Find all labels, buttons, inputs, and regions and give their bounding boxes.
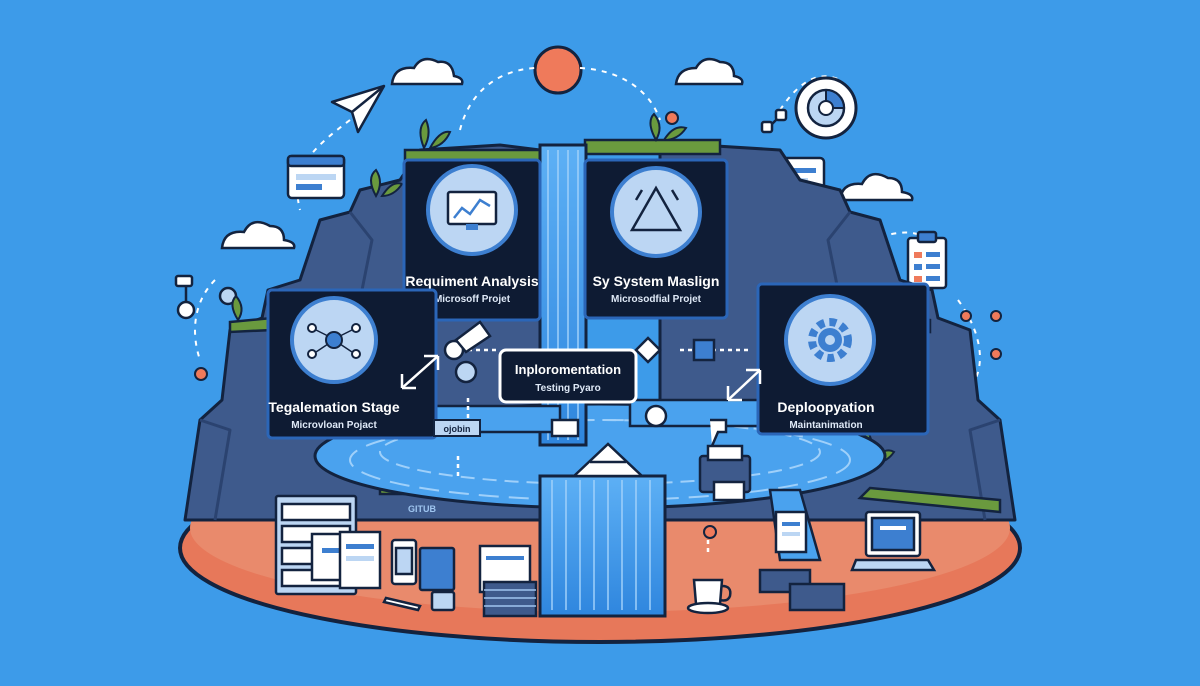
paper-stack-icon (758, 510, 846, 612)
stage-2-title: Sy System Maslign (593, 273, 720, 289)
gear-icon (784, 294, 876, 386)
cloud-right-mid (838, 172, 914, 202)
tablet-icon (390, 538, 456, 612)
stage-3-title: Tegalemation Stage (268, 399, 399, 415)
coffee-cup-icon (686, 578, 732, 615)
stage-3-subtitle: Microvloan Pojact (291, 420, 377, 431)
cloud-left-mid (220, 220, 296, 250)
clipboard-icon (906, 230, 948, 290)
plant-leaves (231, 112, 925, 464)
stacked-books (478, 544, 538, 618)
cloud-left-top (390, 57, 464, 86)
center-box-subtitle: Testing Pyaro (535, 383, 600, 394)
triangle-arrows-icon (610, 166, 702, 258)
printer-icon (698, 444, 752, 502)
stage-4-subtitle: Maintanimation (789, 420, 862, 431)
document-boxes (338, 530, 382, 590)
center-box-title: Inploromentation (515, 362, 621, 377)
laptop-icon (850, 510, 937, 572)
center-implementation-box: Inploromentation Testing Pyaro (498, 348, 638, 404)
chart-monitor-icon (426, 164, 518, 256)
stage-4-title: Deploopyation (777, 399, 874, 415)
pen-icon (382, 596, 422, 612)
stage-1-title: Requiment Analysis (405, 273, 539, 289)
stage-panel-4: Deploopyation Maintanimation (756, 282, 930, 436)
left-tag: ojobin (433, 419, 481, 437)
github-label: GITUB (408, 504, 436, 514)
bridge-tent-icon (570, 442, 646, 478)
stage-2-subtitle: Microsodfial Projet (611, 294, 702, 305)
connector-chain-icon (174, 274, 238, 320)
left-tag-label: ojobin (444, 424, 471, 434)
cloud-right-top (674, 57, 744, 86)
browser-window-icon (286, 154, 346, 200)
process-arrows (400, 348, 762, 555)
pie-chart-icon (794, 76, 858, 140)
network-nodes-icon (290, 296, 378, 384)
stage-panel-3: Tegalemation Stage Microvloan Pojact (266, 288, 438, 440)
sun (533, 45, 583, 95)
stage-panel-1: Requiment Analysis Microsoff Projet (402, 158, 542, 322)
node-link-icon (760, 108, 788, 134)
paper-plane-icon (330, 84, 386, 134)
flow-nodes (443, 320, 728, 447)
stage-1-subtitle: Microsoff Projet (434, 294, 511, 305)
stage-panel-2: Sy System Maslign Microsodfial Projet (583, 158, 729, 320)
